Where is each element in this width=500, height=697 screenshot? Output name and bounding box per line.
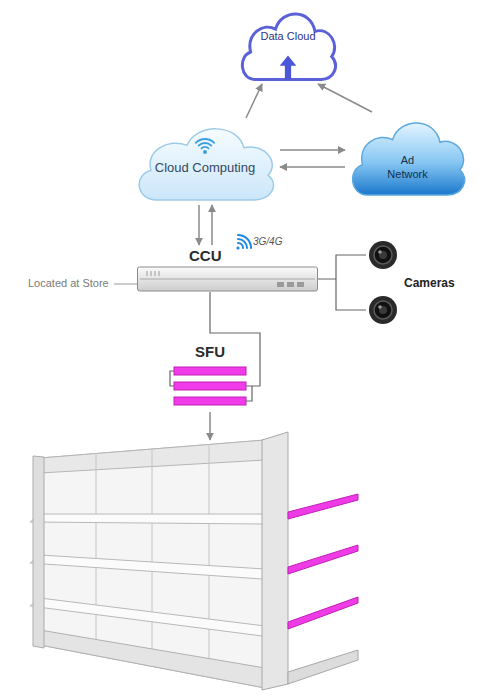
- wifi-dot: [203, 150, 207, 154]
- wireless-arc: [238, 243, 243, 248]
- shelf-unit: [30, 432, 358, 690]
- ccu-device: [137, 245, 318, 292]
- location-label: Located at Store: [28, 277, 109, 290]
- data-cloud: Data Cloud: [236, 4, 340, 84]
- connector-arrow: [280, 149, 345, 151]
- device-vent: [151, 271, 152, 276]
- device-vent: [159, 271, 160, 276]
- device-port: [297, 282, 304, 287]
- camera-lens: [374, 246, 392, 264]
- cloud-computing: Cloud Computing: [130, 118, 280, 205]
- feed-arrow: [209, 412, 211, 440]
- cloud-shape: [353, 123, 465, 195]
- sfu-bar: [174, 382, 246, 390]
- ccu-unit: CCU: [137, 245, 318, 292]
- wifi-arc: [199, 143, 212, 146]
- sfu-unit: SFU: [168, 340, 252, 410]
- node-text: SFU: [195, 343, 225, 362]
- ad-network: Ad Network: [345, 112, 470, 200]
- wifi-arc: [196, 139, 214, 143]
- camera-iris: [379, 306, 387, 314]
- sfu-bar: [174, 367, 246, 375]
- connector-line: [318, 255, 366, 310]
- connector-arrow: [246, 84, 262, 118]
- camera-group: Cameras: [366, 232, 470, 334]
- wifi-arc: [201, 147, 208, 148]
- camera-body: [369, 241, 397, 269]
- device-vent: [155, 271, 156, 276]
- camera-glint: [378, 305, 382, 309]
- camera-lens: [374, 301, 392, 319]
- network-label: 3G/4G: [253, 236, 282, 248]
- label-slot: 3G/4G: [253, 236, 282, 248]
- device-port: [287, 282, 294, 287]
- wireless-arc: [238, 239, 247, 248]
- cloud-outline: [236, 4, 340, 84]
- shelf-board: [30, 514, 265, 524]
- magenta-shelf-edge: [288, 545, 358, 574]
- device-body: [138, 267, 318, 291]
- wireless-dot: [236, 246, 239, 249]
- magenta-shelf-edge: [288, 597, 358, 629]
- node-text: CCU: [189, 247, 222, 266]
- connector-arrow: [198, 205, 200, 245]
- camera-glint: [378, 250, 382, 254]
- shelf-divider: [209, 444, 210, 677]
- node-text: Ad Network: [383, 154, 433, 182]
- camera-body: [369, 296, 397, 324]
- device-port: [277, 282, 284, 287]
- shelf-end-base: [288, 650, 358, 684]
- shelf-upright: [33, 456, 44, 648]
- wireless-arc: [238, 235, 251, 248]
- sfu-bracket: [246, 386, 252, 401]
- cloud-shape: [242, 14, 335, 79]
- shelf-board: [30, 555, 265, 579]
- sfu-bar: [174, 397, 246, 405]
- node-text: Cloud Computing: [155, 160, 255, 176]
- connector-arrow: [211, 205, 213, 245]
- shelf-base: [40, 630, 265, 688]
- shelf-divider: [152, 449, 153, 666]
- magenta-shelf-edge: [288, 494, 358, 519]
- upload-arrow: [280, 55, 297, 79]
- camera-iris: [379, 251, 387, 259]
- shelf-end-panel: [262, 432, 288, 690]
- connector-arrow: [280, 166, 345, 168]
- connector-arrow: [318, 84, 372, 112]
- node-text: Cameras: [404, 276, 455, 291]
- shelf-board: [30, 598, 265, 636]
- node-text: Data Cloud: [260, 30, 315, 44]
- cloud-shape: [139, 129, 273, 200]
- shelf-divider: [96, 453, 97, 656]
- device-vent: [147, 271, 148, 276]
- label-slot: Located at Store: [28, 277, 109, 290]
- device-seam: [140, 279, 315, 280]
- sfu-bracket: [170, 371, 174, 386]
- leader-line: [114, 284, 140, 285]
- wireless-icon: [236, 235, 251, 250]
